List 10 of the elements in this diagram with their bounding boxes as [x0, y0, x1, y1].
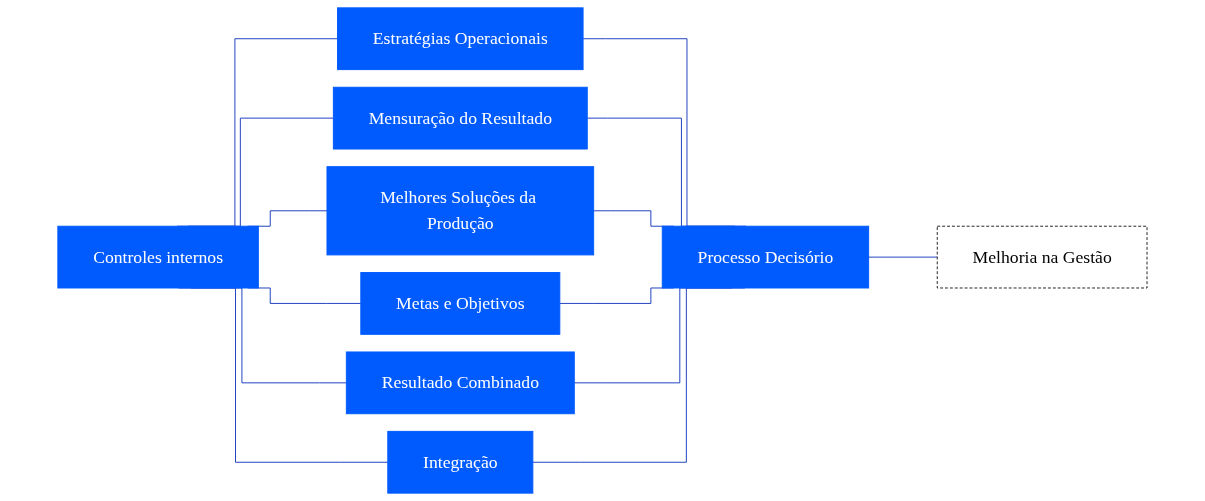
node-box: Melhoria na Gestão — [936, 225, 1148, 289]
node-box: Processo Decisório — [661, 225, 870, 289]
node-box: Mensuração do Resultado — [332, 86, 588, 150]
node-box: Metas e Objetivos — [360, 272, 561, 335]
node-box: Estratégias Operacionais — [337, 7, 584, 71]
connector — [868, 256, 938, 258]
node-box: Integração — [387, 430, 534, 494]
node-box: Resultado Combinado — [345, 351, 575, 415]
node-box: Melhores Soluções da Produção — [326, 166, 595, 256]
node-box: Controles internos — [57, 225, 259, 289]
